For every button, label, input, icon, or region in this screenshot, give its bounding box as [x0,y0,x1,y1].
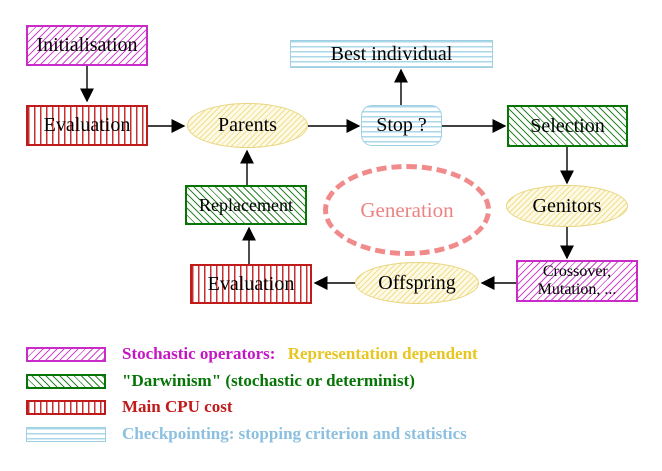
legend-swatch-cpu [26,400,106,415]
legend-swatch-stochastic [26,347,106,362]
node-offspring: Offspring [355,262,479,304]
node-stop: Stop ? [361,105,442,146]
legend-swatch-darwinism [26,374,106,389]
legend-label-checkpointing: Checkpointing: stopping criterion and st… [122,424,467,443]
crossover-line1: Crossover, [542,262,612,280]
node-crossover-mutation: Crossover, Mutation, ... [516,260,638,302]
legend-label-darwinism: "Darwinism" (stochastic or determinist) [122,371,415,390]
legend-label-representation-text: Representation dependent [287,344,478,363]
legend-label-stochastic-text: Stochastic operators: [122,344,276,363]
legend-label-cpu: Main CPU cost [122,397,233,416]
node-best-individual: Best individual [290,40,493,68]
crossover-line2: Mutation, ... [537,281,617,298]
legend-label-stochastic: Stochastic operators: Representation dep… [122,344,478,363]
node-replacement: Replacement [185,185,307,225]
legend-swatch-checkpointing [26,427,106,442]
node-parents: Parents [187,103,308,148]
node-evaluation-bottom: Evaluation [190,264,312,304]
node-initialisation: Initialisation [26,25,148,66]
node-selection: Selection [507,105,628,147]
node-evaluation-top: Evaluation [26,105,148,146]
node-genitors: Genitors [506,185,628,227]
node-generation: Generation [323,164,491,256]
